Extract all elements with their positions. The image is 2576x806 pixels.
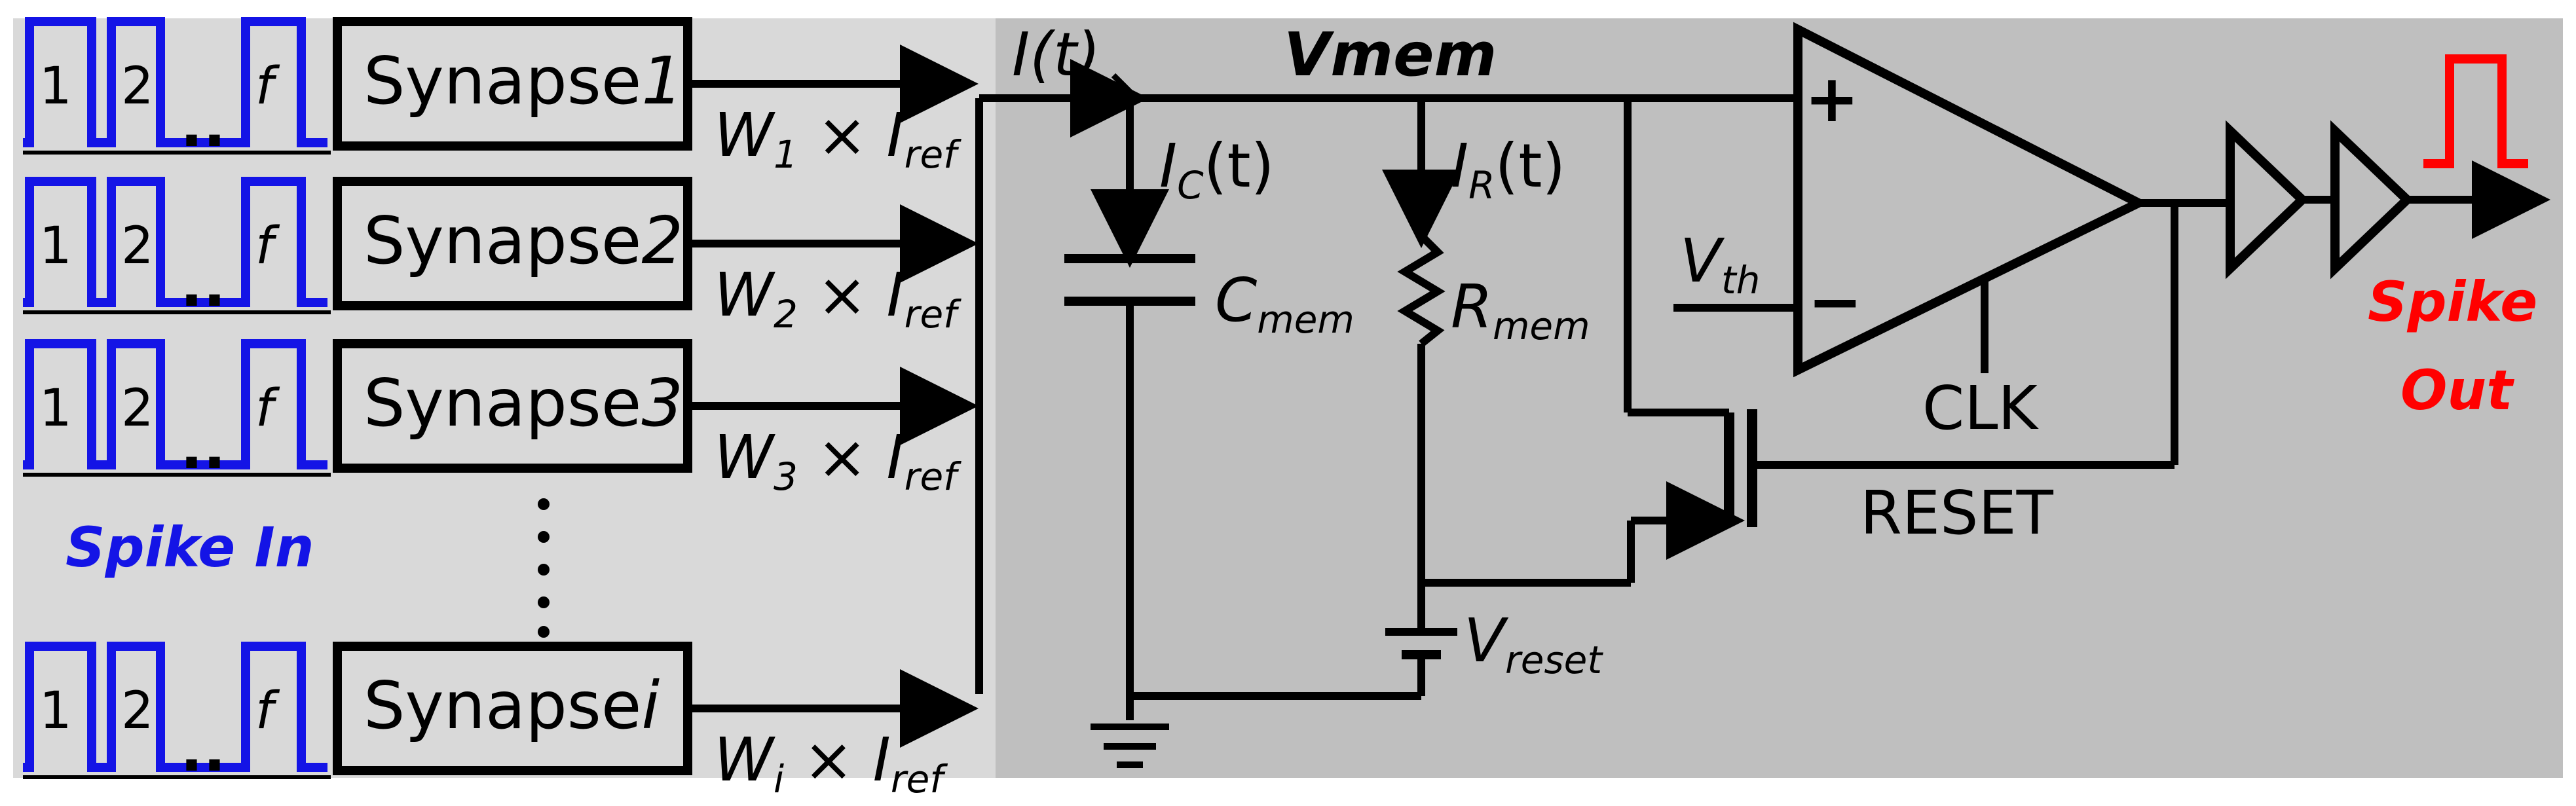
ellipsis-dot (538, 596, 550, 608)
synapse-label: Synapsei (364, 667, 660, 744)
ellipsis-dot (538, 531, 550, 543)
pulse-label: 1 (39, 217, 72, 276)
comparator-plus: + (1804, 60, 1859, 137)
clk-label: CLK (1922, 373, 2039, 443)
synapse-label: Synapse1 (364, 43, 683, 119)
rmem-label: Rmem (1451, 272, 1590, 348)
pulse-label: 1 (39, 379, 72, 438)
pulse-ellipsis: .. (180, 90, 226, 160)
weight-label: Wi × Iref (714, 725, 948, 801)
vmem-label: Vmem (1284, 20, 1497, 90)
pulse-label: 2 (121, 217, 154, 276)
weight-label: W2 × Iref (714, 260, 961, 337)
ellipsis-dot (538, 626, 550, 638)
resistor-zigzag (1397, 232, 1446, 347)
synapse-label: Synapse3 (364, 365, 683, 441)
spike-train (23, 642, 327, 772)
weight-label: W1 × Iref (714, 100, 961, 177)
ic-label: IC(t) (1159, 131, 1275, 208)
pulse-ellipsis: .. (180, 715, 226, 785)
spike-train (23, 17, 327, 147)
vreset-label: Vreset (1464, 606, 1603, 682)
circuit-panel (996, 18, 2563, 778)
weight-label: W3 × Iref (714, 422, 961, 499)
buffer-2 (2330, 120, 2414, 280)
current-in-label: I(t) (1012, 20, 1100, 90)
pulse-label: 2 (121, 379, 154, 438)
synapse-label: Synapse2 (364, 202, 683, 279)
spike-out-label-2: Out (2400, 358, 2514, 422)
cmem-label: Cmem (1215, 265, 1354, 342)
spike-in-label: Spike In (65, 515, 314, 579)
pulse-ellipsis: .. (180, 412, 226, 483)
comparator (1793, 22, 2149, 378)
ir-label: IR(t) (1451, 131, 1565, 208)
pulse-label: 2 (121, 57, 154, 116)
comparator-minus: − (1808, 263, 1863, 340)
ellipsis-dot (538, 498, 550, 510)
spike-train (23, 339, 327, 469)
reset-label: RESET (1860, 478, 2054, 548)
pulse-label: 1 (39, 682, 72, 741)
spike-train (23, 177, 327, 307)
current-in-tick (1111, 73, 1132, 94)
pulse-label: 2 (121, 682, 154, 741)
spike-out-label-1: Spike (2368, 270, 2537, 334)
spike-out-pulse (2423, 54, 2528, 168)
buffer-1 (2226, 120, 2309, 280)
ellipsis-dot (538, 564, 550, 576)
pulse-ellipsis: .. (180, 250, 226, 320)
pulse-label: 1 (39, 57, 72, 116)
vth-label: Vth (1680, 226, 1760, 302)
